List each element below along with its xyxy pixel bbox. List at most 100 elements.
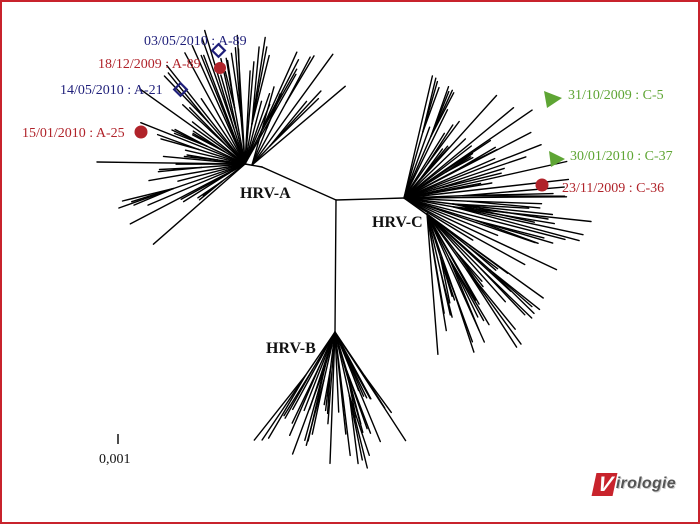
branch-17 — [148, 163, 246, 182]
logo-text: irologie — [615, 475, 676, 492]
branch-136 — [303, 331, 336, 412]
branch-55 — [203, 29, 235, 129]
branch-219 — [403, 197, 474, 241]
branch-94 — [269, 97, 320, 147]
branch-233 — [426, 213, 506, 303]
branch-173 — [403, 109, 533, 199]
branch-95 — [251, 85, 346, 166]
branch-34 — [174, 128, 208, 147]
branch-96 — [96, 161, 246, 165]
branch-11 — [172, 163, 246, 190]
branch-148 — [403, 75, 434, 199]
branch-133 — [304, 365, 326, 441]
branch-177 — [445, 156, 474, 173]
branch-30 — [140, 121, 246, 165]
branch-40 — [191, 121, 246, 165]
branch-54 — [201, 37, 235, 129]
branch-38 — [192, 130, 226, 153]
branch-147 — [253, 374, 307, 441]
branch-238 — [426, 213, 468, 271]
branch-127 — [323, 369, 331, 406]
branch-48 — [200, 97, 246, 165]
branch-46 — [167, 72, 210, 123]
branch-120 — [334, 331, 347, 435]
branch-146 — [261, 374, 307, 441]
branch-100 — [334, 331, 407, 442]
branch-84 — [251, 127, 268, 166]
branch-168 — [403, 94, 498, 199]
branch-135 — [308, 331, 336, 410]
branch-161 — [403, 162, 429, 199]
sample-marker-s6 — [549, 151, 565, 167]
branch-243 — [426, 213, 477, 301]
branch-198 — [466, 200, 543, 205]
branch-240 — [465, 269, 522, 345]
branch-71 — [251, 46, 260, 126]
branch-16 — [177, 163, 246, 182]
branch-52 — [200, 54, 246, 165]
branch-47 — [166, 64, 246, 165]
branch-202 — [452, 203, 554, 216]
clade-label-hrv-a: HRV-A — [240, 185, 291, 202]
branch-76 — [244, 92, 271, 165]
sample-marker-s1 — [210, 42, 227, 59]
branch-39 — [139, 88, 246, 165]
branch-169 — [403, 138, 467, 199]
sample-label-s6: 30/01/2010 : C-37 — [570, 149, 673, 164]
branch-229 — [426, 213, 512, 292]
branch-45 — [163, 75, 210, 123]
branch-213 — [475, 219, 554, 244]
backbone-a — [261, 166, 337, 201]
clade-label-hrv-c: HRV-C — [372, 214, 423, 231]
branch-1 — [152, 163, 246, 245]
branch-20 — [158, 166, 203, 171]
branch-118 — [348, 394, 359, 465]
branch-134 — [291, 365, 326, 455]
branch-172 — [403, 145, 472, 199]
clade-label-hrv-b: HRV-B — [266, 340, 316, 357]
branch-190 — [403, 182, 493, 199]
branch-59 — [233, 107, 246, 165]
sample-marker-s2 — [214, 62, 226, 74]
branch-121 — [334, 331, 340, 413]
branch-83 — [251, 86, 275, 166]
branch-249 — [426, 213, 485, 343]
branch-217 — [403, 197, 558, 271]
branch-43 — [188, 106, 230, 149]
branch-260 — [439, 269, 451, 316]
branch-189 — [403, 160, 568, 199]
sample-label-s4: 15/01/2010 : A-25 — [22, 126, 125, 141]
branch-86 — [266, 92, 282, 129]
branch-207 — [452, 206, 555, 225]
branch-252 — [452, 287, 475, 353]
branch-232 — [480, 268, 526, 316]
branch-90 — [251, 53, 334, 166]
branch-181 — [403, 131, 532, 199]
branch-31 — [206, 145, 246, 165]
branch-196 — [403, 196, 568, 199]
branch-5 — [197, 180, 223, 199]
tree-branches — [96, 29, 592, 469]
branch-215 — [403, 197, 536, 244]
branch-209 — [452, 206, 580, 242]
sample-label-s1: 03/05/2010 : A-89 — [144, 34, 247, 49]
branch-262 — [426, 213, 447, 332]
branch-15 — [121, 187, 174, 202]
branch-158 — [430, 92, 455, 137]
branch-0 — [244, 163, 263, 168]
branch-73 — [251, 46, 268, 126]
sample-marker-s7 — [535, 178, 549, 192]
branch-170 — [403, 106, 515, 199]
backbone-b — [334, 199, 337, 333]
branch-122 — [329, 331, 336, 465]
backbone-c — [335, 197, 405, 201]
branch-210 — [403, 197, 566, 241]
branch-149 — [403, 131, 424, 199]
branch-117 — [348, 394, 363, 461]
branch-139 — [291, 365, 321, 424]
branch-26 — [184, 149, 246, 165]
branch-75 — [244, 100, 263, 165]
branch-216 — [403, 197, 499, 237]
branch-89 — [285, 55, 315, 104]
